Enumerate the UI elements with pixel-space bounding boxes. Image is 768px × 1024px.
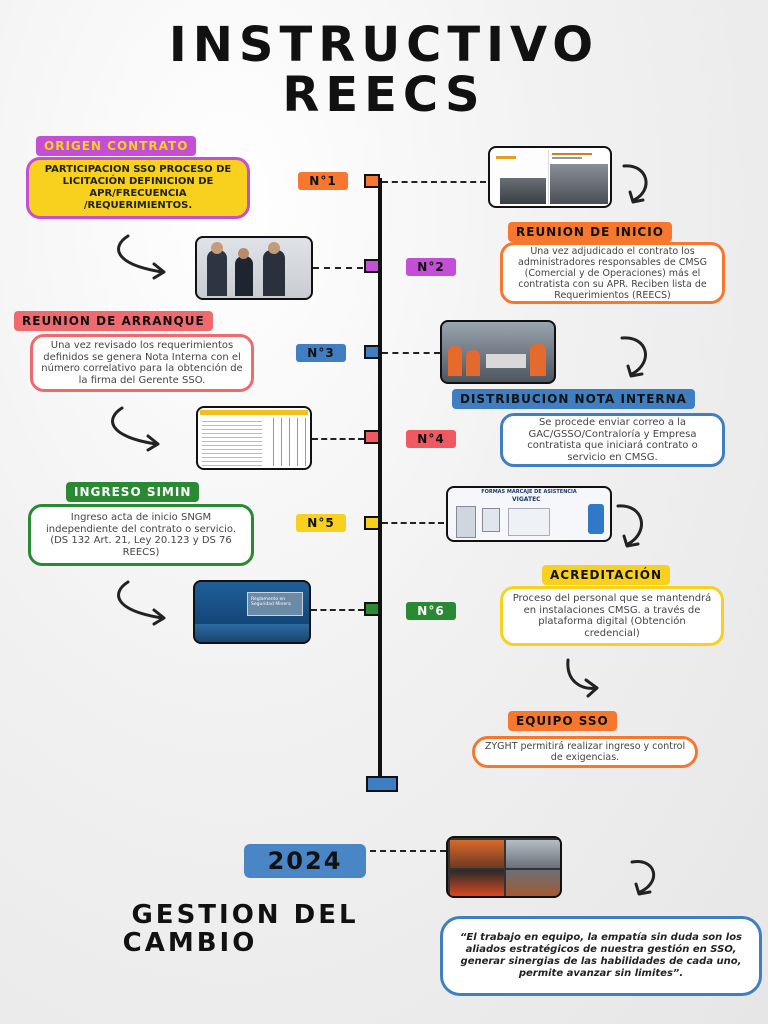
attendance-image-title: FORMAS MARCAJE DE ASISTENCIA	[481, 489, 577, 495]
step-6-regulation-cover: Reglamento en Seguridad Minera	[193, 580, 311, 644]
step-1-number: N°1	[298, 172, 348, 190]
box-acreditacion: Proceso del personal que se mantendrá en…	[500, 586, 724, 646]
heading-distribucion-nota: DISTRIBUCION NOTA INTERNA	[452, 389, 695, 409]
step-5-arrow-icon	[612, 500, 652, 556]
step-6-connector	[311, 609, 364, 611]
step-1-connector	[382, 181, 486, 183]
step-4-node	[364, 430, 380, 444]
step-2-arrow-icon	[106, 232, 176, 284]
box-ingreso-simin: Ingreso acta de inicio SNGM independient…	[28, 504, 254, 566]
step-3-number: N°3	[296, 344, 346, 362]
box-reunion-arranque: Una vez revisado los requerimientos defi…	[30, 334, 254, 392]
final-node	[366, 776, 398, 792]
step-1-arrow-icon	[616, 160, 656, 214]
heading-acreditacion: ACREDITACIÓN	[542, 565, 671, 585]
box-distribucion-nota: Se procede enviar correo a la GAC/GSSO/C…	[500, 413, 725, 467]
step-2-node	[364, 259, 380, 273]
step-5-attendance-image: FORMAS MARCAJE DE ASISTENCIA VIGATEC	[446, 486, 612, 542]
step-3-connector	[382, 352, 440, 354]
year-badge: 2024	[244, 844, 366, 878]
quote-box: “El trabajo en equipo, la empatía sin du…	[440, 916, 762, 996]
step-5-number: N°5	[296, 514, 346, 532]
year-connector	[370, 850, 446, 852]
step-1-node	[364, 174, 380, 188]
team-collage-photo	[446, 836, 562, 898]
heading-equipo-sso: EQUIPO SSO	[508, 711, 617, 731]
title-line-2: REECS	[282, 67, 486, 123]
step-4-connector	[312, 438, 364, 440]
heading-reunion-arranque: REUNION DE ARRANQUE	[14, 311, 213, 331]
attendance-image-brand: VIGATEC	[512, 496, 541, 503]
step-3-arrow-icon	[614, 332, 658, 388]
box-equipo-sso: ZYGHT permitirá realizar ingreso y contr…	[472, 736, 698, 768]
step-4-number: N°4	[406, 430, 456, 448]
step-4-document-image	[196, 406, 312, 470]
step-2-number: N°2	[406, 258, 456, 276]
timeline-line	[378, 178, 382, 788]
box-reunion-inicio: Una vez adjudicado el contrato los admin…	[500, 242, 725, 304]
gestion-line-1: GESTION DEL	[131, 900, 359, 930]
heading-ingreso-simin: INGRESO SIMIN	[66, 482, 200, 502]
step-4-arrow-icon	[100, 404, 170, 456]
doc-image-line-1: Reglamento en	[251, 597, 286, 602]
step-1-document-image	[488, 146, 612, 208]
step-3-node	[364, 345, 380, 359]
doc-image-line-2: Seguridad Minera	[251, 602, 291, 607]
step-6-node	[364, 602, 380, 616]
equipo-arrow-icon	[562, 654, 602, 708]
step-6-number: N°6	[406, 602, 456, 620]
box-origen-contrato: PARTICIPACION SSO PROCESO DE LICITACIÓN …	[26, 157, 250, 219]
step-2-meeting-photo	[195, 236, 313, 300]
step-3-meeting-photo	[440, 320, 556, 384]
step-5-connector	[382, 522, 444, 524]
step-6-arrow-icon	[106, 578, 176, 630]
heading-reunion-inicio: REUNION DE INICIO	[508, 222, 672, 242]
step-2-connector	[313, 267, 363, 269]
heading-origen-contrato: ORIGEN CONTRATO	[36, 136, 197, 156]
gestion-line-2: CAMBIO	[122, 928, 258, 958]
step-5-node	[364, 516, 380, 530]
quote-arrow-icon	[626, 856, 666, 904]
title-line-1: INSTRUCTIVO	[168, 17, 600, 73]
